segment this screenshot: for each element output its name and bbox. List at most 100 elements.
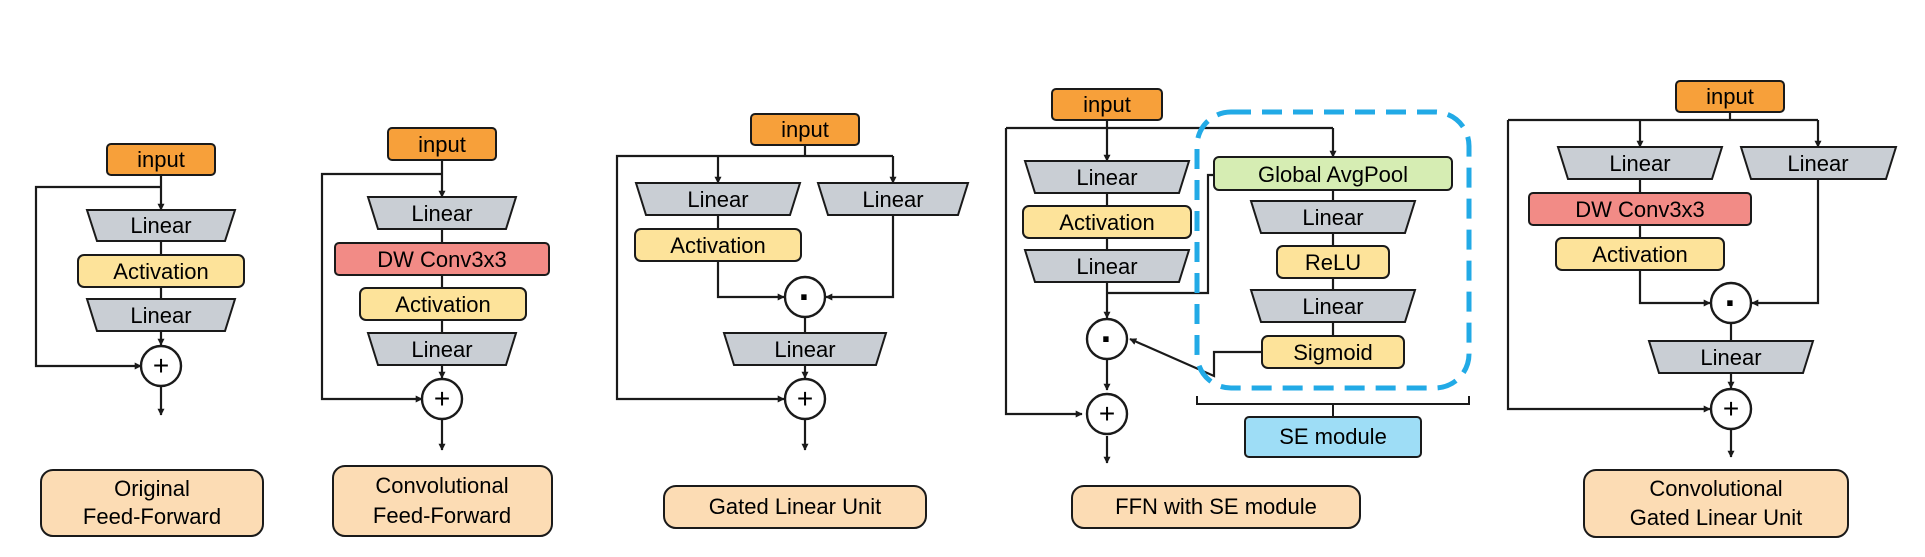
caption-box (1583, 469, 1849, 538)
relu-block (1276, 245, 1390, 279)
add-symbol: + (153, 350, 169, 381)
input-block (387, 127, 497, 161)
linear-label: Linear (862, 187, 923, 212)
relu-label: ReLU (1305, 250, 1361, 275)
input-label: input (1706, 84, 1754, 109)
activation-block (1555, 237, 1725, 271)
conv-glu-blocks: input Linear Linear DW Conv3x3 Activatio… (1528, 80, 1898, 538)
skip-connection-line (34, 185, 161, 370)
activation-block (1022, 205, 1192, 239)
original-ffn-blocks: input Linear Activation Linear + Origina… (40, 143, 264, 537)
skip-connection-line (320, 172, 442, 403)
global-avgpool-label: Global AvgPool (1258, 162, 1408, 187)
se-module-label: SE module (1279, 424, 1387, 449)
dwconv-block (1528, 192, 1752, 226)
skip-connection-line (615, 154, 785, 403)
gate-line (1751, 179, 1820, 307)
multiply-symbol: · (1725, 283, 1738, 325)
activation-label: Activation (113, 259, 208, 284)
se-input-line (1107, 173, 1214, 295)
glu-blocks: input Linear Linear Activation · Linear … (634, 113, 970, 529)
multiply-node (783, 275, 827, 319)
caption-box (1071, 485, 1361, 529)
se-module-bracket (1196, 396, 1470, 417)
caption-line: Original (114, 476, 190, 501)
gate-line (716, 261, 785, 301)
sigmoid-label: Sigmoid (1293, 340, 1372, 365)
linear-label: Linear (411, 337, 472, 362)
linear-label: Linear (130, 303, 191, 328)
caption-line: FFN with SE module (1115, 494, 1317, 519)
dwconv-label: DW Conv3x3 (377, 247, 507, 272)
ffn-se-blocks: input Linear Activation Linear · + Globa… (1022, 88, 1453, 436)
se-output-line (1129, 337, 1262, 378)
input-label: input (781, 117, 829, 142)
linear-block (722, 332, 888, 366)
ffn-se-diagram (1004, 120, 1337, 464)
multiply-symbol: · (799, 277, 812, 319)
gate-line (825, 215, 895, 301)
linear-label: Linear (1609, 151, 1670, 176)
activation-label: Activation (1592, 242, 1687, 267)
caption-box (332, 465, 553, 537)
linear-block (1023, 249, 1191, 283)
linear-block (85, 209, 237, 242)
dwconv-block (334, 242, 550, 276)
caption-line: Feed-Forward (83, 504, 221, 529)
se-linear-block (1249, 289, 1417, 323)
add-node (420, 377, 464, 421)
linear-label: Linear (774, 337, 835, 362)
se-module-label-box (1244, 416, 1422, 458)
conv-ffn-blocks: input Linear DW Conv3x3 Activation Linea… (332, 127, 553, 537)
linear-block (85, 298, 237, 332)
caption-line: Gated Linear Unit (709, 494, 881, 519)
add-node (139, 344, 183, 388)
se-linear-label: Linear (1302, 205, 1363, 230)
activation-label: Activation (670, 233, 765, 258)
linear-block (1647, 340, 1815, 374)
multiply-node (1709, 281, 1753, 325)
linear-label: Linear (1076, 254, 1137, 279)
caption-line: Convolutional (1649, 476, 1782, 501)
linear-block (1739, 146, 1898, 180)
input-block (1051, 88, 1163, 121)
glu-diagram (615, 145, 897, 451)
se-linear-label: Linear (1302, 294, 1363, 319)
add-node (1085, 392, 1129, 436)
skip-connection-line (1004, 128, 1083, 418)
ffn-se-labels: SE module FFN with SE module (1071, 416, 1422, 529)
skip-connection-line (1506, 120, 1711, 413)
linear-label: Linear (687, 187, 748, 212)
caption-line: Gated Linear Unit (1630, 505, 1802, 530)
linear-block (366, 196, 518, 230)
linear-block (366, 332, 518, 366)
activation-block (359, 287, 527, 321)
se-linear-block (1249, 200, 1417, 234)
global-avgpool-block (1213, 156, 1453, 191)
linear-block (816, 182, 970, 216)
linear-block (634, 182, 802, 216)
add-symbol: + (1099, 398, 1115, 429)
input-label: input (1083, 92, 1131, 117)
multiply-node (1085, 317, 1129, 361)
activation-block (77, 254, 245, 288)
activation-label: Activation (1059, 210, 1154, 235)
linear-label: Linear (130, 213, 191, 238)
add-symbol: + (797, 383, 813, 414)
conv-glu-diagram (1506, 112, 1822, 458)
linear-label: Linear (1076, 165, 1137, 190)
sigmoid-block (1261, 335, 1405, 369)
caption-box (663, 485, 927, 529)
caption-box (40, 469, 264, 537)
linear-label: Linear (1787, 151, 1848, 176)
se-module-dashed-boundary (1194, 109, 1472, 391)
original-ffn-diagram (34, 175, 165, 416)
input-label: input (418, 132, 466, 157)
input-block (106, 143, 216, 176)
linear-label: Linear (411, 201, 472, 226)
linear-block (1556, 146, 1724, 180)
add-symbol: + (434, 383, 450, 414)
add-node (783, 377, 827, 421)
